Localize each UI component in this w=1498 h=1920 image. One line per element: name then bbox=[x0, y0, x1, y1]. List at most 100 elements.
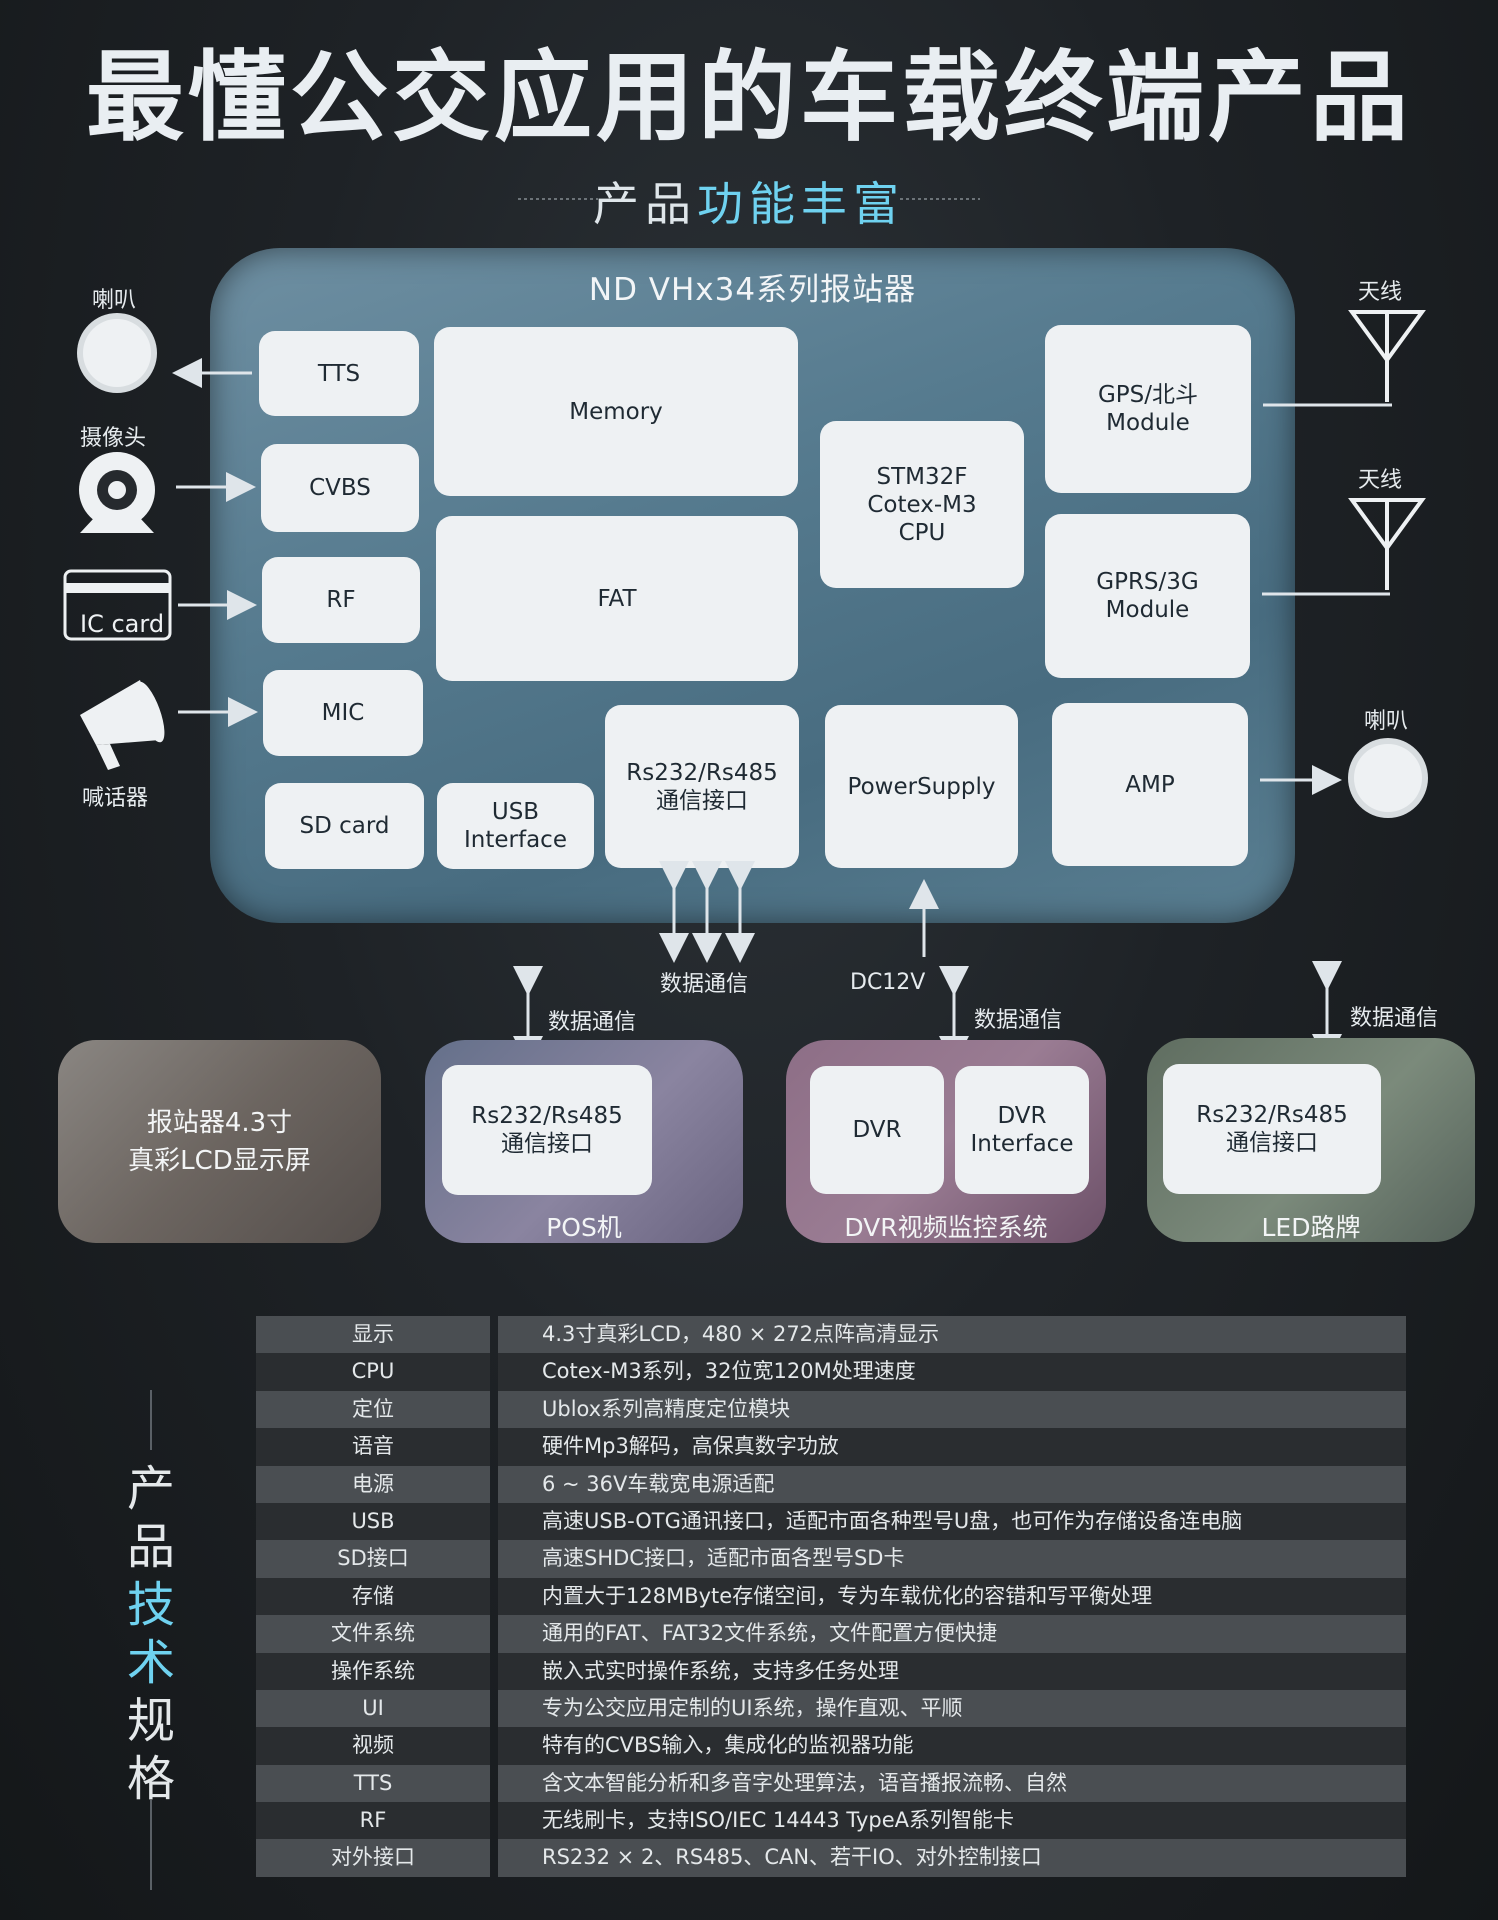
block-cvbs: CVBS bbox=[261, 444, 419, 532]
spec-row: 视频特有的CVBS输入，集成化的监视器功能 bbox=[256, 1727, 1406, 1765]
camera-label: 摄像头 bbox=[80, 426, 147, 451]
spec-name: 存储 bbox=[256, 1577, 490, 1616]
spec-name: CPU bbox=[256, 1353, 490, 1391]
block-usb: USB Interface bbox=[437, 783, 594, 869]
spec-name: 电源 bbox=[256, 1465, 490, 1503]
ic-card-label: IC card bbox=[80, 610, 164, 638]
spec-value: 通用的FAT、FAT32文件系统，文件配置方便快捷 bbox=[498, 1615, 1406, 1653]
megaphone-label: 喊话器 bbox=[82, 786, 149, 811]
speaker-right-label: 喇叭 bbox=[1364, 709, 1409, 734]
spec-title: 产品 技术 规格 bbox=[126, 1460, 176, 1808]
antenna2-label: 天线 bbox=[1358, 468, 1403, 493]
spec-value: Ublox系列高精度定位模块 bbox=[498, 1390, 1406, 1429]
antenna1-label: 天线 bbox=[1358, 280, 1403, 305]
spec-name: RF bbox=[256, 1802, 490, 1840]
data-comm-pos-label: 数据通信 bbox=[548, 1010, 637, 1035]
spec-title-part1: 产品 bbox=[126, 1461, 175, 1575]
spec-value: 高速SHDC接口，适配市面各型号SD卡 bbox=[498, 1540, 1406, 1578]
main-title: 最懂公交应用的车载终端产品 bbox=[85, 41, 1412, 155]
block-fat: FAT bbox=[436, 516, 798, 681]
spec-value: 嵌入式实时操作系统，支持多任务处理 bbox=[498, 1652, 1406, 1690]
subtitle-decoration-left bbox=[518, 198, 598, 200]
spec-value: 高速USB-OTG通讯接口，适配市面各种型号U盘，也可作为存储设备连电脑 bbox=[498, 1502, 1406, 1541]
spec-name: 对外接口 bbox=[256, 1839, 490, 1877]
spec-name: USB bbox=[256, 1502, 490, 1541]
spec-name: 视频 bbox=[256, 1727, 490, 1765]
spec-value: 硬件Mp3解码，高保真数字功放 bbox=[498, 1428, 1406, 1466]
data-comm-dvr-label: 数据通信 bbox=[974, 1008, 1063, 1033]
spec-name: SD接口 bbox=[256, 1540, 490, 1578]
spec-row: 操作系统嵌入式实时操作系统，支持多任务处理 bbox=[256, 1652, 1406, 1690]
pos-inner: Rs232/Rs485 通信接口 bbox=[442, 1065, 652, 1195]
spec-title-line-top bbox=[150, 1390, 152, 1450]
spec-value: 特有的CVBS输入，集成化的监视器功能 bbox=[498, 1727, 1406, 1765]
lcd-board-label: 报站器4.3寸 真彩LCD显示屏 bbox=[128, 1107, 311, 1176]
spec-name: 显示 bbox=[256, 1316, 490, 1354]
block-powersupply: PowerSupply bbox=[825, 705, 1018, 868]
spec-title-part2: 技术 bbox=[126, 1577, 175, 1691]
spec-row: 语音硬件Mp3解码，高保真数字功放 bbox=[256, 1428, 1406, 1466]
dvr-block: DVR bbox=[810, 1066, 944, 1194]
spec-value: Cotex-M3系列，32位宽120M处理速度 bbox=[498, 1353, 1406, 1391]
speaker-left-icon bbox=[77, 313, 157, 393]
block-cpu: STM32F Cotex-M3 CPU bbox=[820, 421, 1024, 588]
spec-name: 文件系统 bbox=[256, 1615, 490, 1653]
data-comm-led-label: 数据通信 bbox=[1350, 1006, 1439, 1031]
led-label: LED路牌 bbox=[1261, 1213, 1361, 1242]
spec-row: 文件系统通用的FAT、FAT32文件系统，文件配置方便快捷 bbox=[256, 1615, 1406, 1653]
megaphone-icon bbox=[80, 680, 165, 770]
spec-row: 存储内置大于128MByte存储空间，专为车载优化的容错和写平衡处理 bbox=[256, 1577, 1406, 1616]
block-memory: Memory bbox=[434, 327, 798, 496]
ic-card-icon: IC card bbox=[63, 569, 172, 641]
block-rs232: Rs232/Rs485 通信接口 bbox=[605, 705, 799, 868]
subtitle-decoration-right bbox=[900, 198, 980, 200]
spec-value: 专为公交应用定制的UI系统，操作直观、平顺 bbox=[498, 1689, 1406, 1728]
lcd-board bbox=[58, 1040, 381, 1243]
dvr-label: DVR视频监控系统 bbox=[844, 1213, 1048, 1242]
block-rf: RF bbox=[262, 557, 420, 643]
block-amp: AMP bbox=[1052, 703, 1248, 866]
spec-title-part3: 规格 bbox=[126, 1693, 175, 1807]
spec-name: TTS bbox=[256, 1764, 490, 1803]
led-inner: Rs232/Rs485 通信接口 bbox=[1163, 1064, 1381, 1194]
data-comm-center-label: 数据通信 bbox=[660, 972, 749, 997]
spec-title-line-bottom bbox=[150, 1800, 152, 1890]
subtitle-part1: 产品 bbox=[593, 177, 697, 231]
antenna-icon-2 bbox=[1348, 498, 1426, 590]
block-mic: MIC bbox=[263, 670, 423, 756]
speaker-left-label: 喇叭 bbox=[92, 288, 137, 313]
spec-value: 6 ~ 36V车载宽电源适配 bbox=[498, 1465, 1406, 1503]
spec-name: 操作系统 bbox=[256, 1652, 490, 1690]
spec-value: 含文本智能分析和多音字处理算法，语音播报流畅、自然 bbox=[498, 1764, 1406, 1803]
dc12v-label: DC12V bbox=[850, 970, 926, 995]
device-title: ND VHx34系列报站器 bbox=[588, 272, 917, 308]
spec-value: 4.3寸真彩LCD，480 × 272点阵高清显示 bbox=[498, 1316, 1406, 1354]
spec-value: 内置大于128MByte存储空间，专为车载优化的容错和写平衡处理 bbox=[498, 1577, 1406, 1616]
block-tts: TTS bbox=[259, 331, 419, 416]
block-gps: GPS/北斗 Module bbox=[1045, 325, 1251, 493]
pos-label: POS机 bbox=[546, 1213, 622, 1242]
spec-value: 无线刷卡，支持ISO/IEC 14443 TypeA系列智能卡 bbox=[498, 1802, 1406, 1840]
camera-icon bbox=[79, 452, 155, 533]
block-gprs: GPRS/3G Module bbox=[1045, 514, 1250, 678]
spec-row: SD接口高速SHDC接口，适配市面各型号SD卡 bbox=[256, 1540, 1406, 1578]
speaker-right-icon bbox=[1348, 738, 1428, 818]
spec-name: UI bbox=[256, 1689, 490, 1728]
spec-value: RS232 × 2、RS485、CAN、若干IO、对外控制接口 bbox=[498, 1839, 1406, 1877]
connections-layer: IC card bbox=[63, 310, 1428, 1066]
block-sdcard: SD card bbox=[265, 783, 424, 869]
spec-name: 语音 bbox=[256, 1428, 490, 1466]
spec-name: 定位 bbox=[256, 1390, 490, 1429]
dvr-interface-block: DVR Interface bbox=[955, 1066, 1089, 1194]
subtitle-part2: 功能丰富 bbox=[697, 177, 905, 231]
antenna-icon-1 bbox=[1348, 310, 1426, 402]
